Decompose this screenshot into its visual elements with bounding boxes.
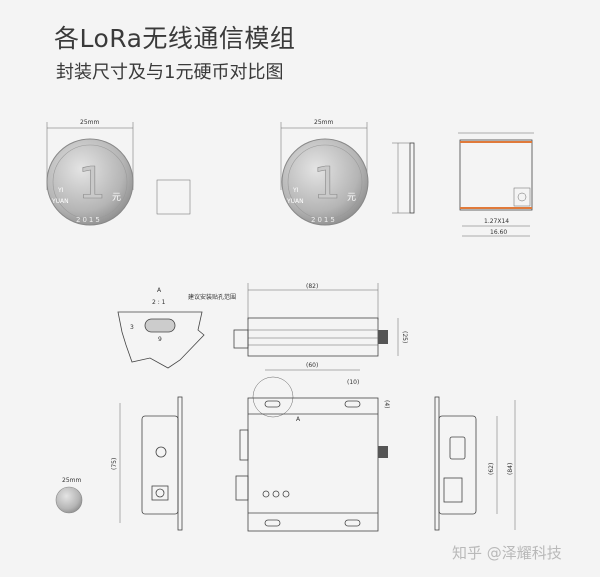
device-right-side-view: (62) (84)	[434, 396, 516, 531]
coin-yi: YI	[292, 187, 299, 194]
slot-width-label: 9	[158, 336, 162, 343]
watermark: 知乎 @泽耀科技	[452, 544, 562, 562]
flange-label: (4)	[383, 400, 390, 409]
coin-width-label: 25mm	[314, 119, 333, 126]
detail-view-a: A 2 : 1 建议安装贴孔范围 3 9	[117, 287, 236, 369]
slot-height-label: 3	[130, 324, 134, 331]
coin-year: 2015	[311, 216, 337, 224]
coin-yuan: YUAN	[286, 198, 304, 205]
coin-numeral: 1	[313, 158, 341, 209]
coin-left: 25mm 1 YI YUAN 元 2015	[46, 119, 134, 226]
coin-width-label: 25mm	[80, 119, 99, 126]
total-depth-label: (84)	[507, 463, 514, 475]
coin-yuan-cn: 元	[347, 193, 356, 203]
coin-yuan-cn: 元	[112, 193, 121, 203]
title-line-1: 各LoRa无线通信模组	[54, 24, 296, 53]
height-label: (25)	[401, 331, 408, 343]
coin-numeral: 1	[78, 158, 106, 209]
coin-year: 2015	[76, 216, 102, 224]
slot-length-label: (10)	[347, 379, 359, 386]
length-label: (82)	[306, 283, 318, 290]
coin-yi: YI	[57, 187, 64, 194]
module-drawing: 1.27X14 16.60	[392, 132, 534, 237]
small-coin: 25mm	[55, 477, 83, 514]
module-width-label: 16.60	[490, 229, 507, 236]
coin-yuan: YUAN	[51, 198, 69, 205]
hole-spacing-label: (60)	[306, 362, 318, 369]
device-top-view: (82) (25)	[233, 283, 408, 357]
module-pitch-label: 1.27X14	[484, 218, 509, 225]
small-coin-label: 25mm	[62, 477, 81, 484]
coin-right: 25mm 1 YI YUAN 元 2015	[280, 119, 369, 226]
title-line-2: 封装尺寸及与1元硬币对比图	[56, 62, 284, 83]
detail-label: A	[157, 287, 162, 294]
detail-scale: 2 : 1	[152, 299, 166, 306]
small-module-outline	[156, 179, 191, 215]
device-left-side-view: (75)	[111, 396, 183, 531]
section-marker: A	[296, 416, 301, 423]
device-front-view: (60) (10) (4) A	[235, 362, 390, 532]
side-height-label: (75)	[111, 458, 118, 470]
detail-note: 建议安装贴孔范围	[188, 293, 236, 301]
body-depth-label: (62)	[488, 463, 495, 475]
